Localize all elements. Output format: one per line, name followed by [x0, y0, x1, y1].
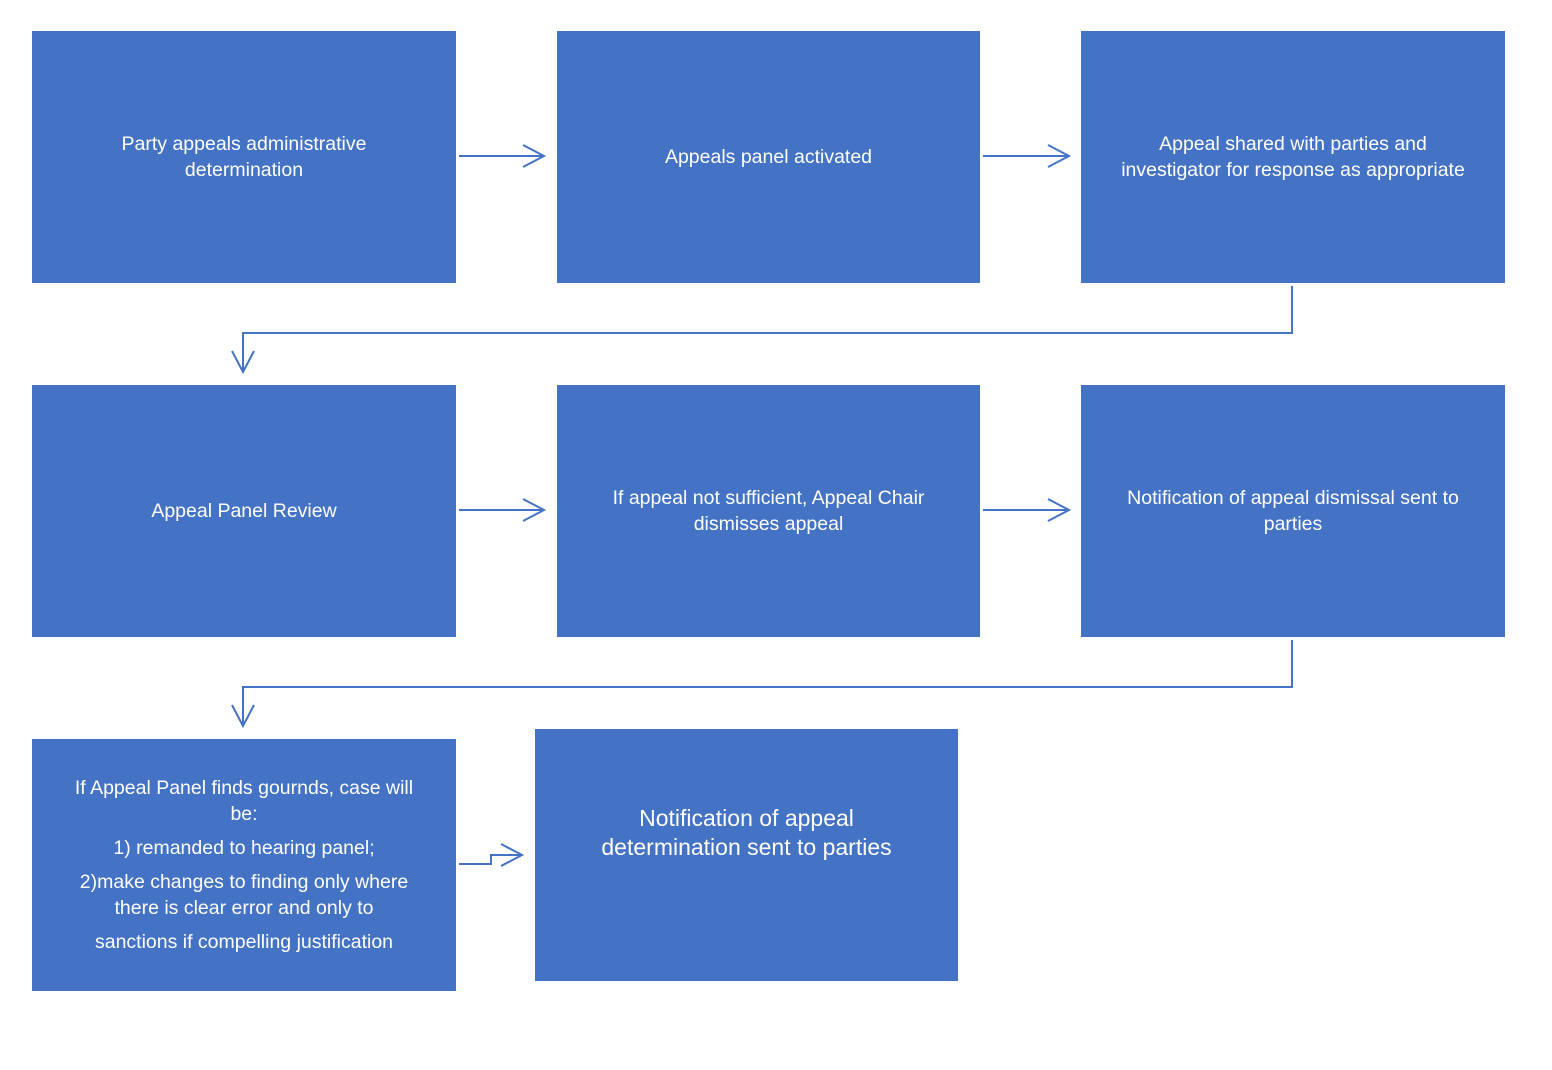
node-text-line: be:: [230, 803, 258, 825]
arrow-n2-to-n3: [983, 144, 1072, 168]
node-appeal-chair-dismisses: If appeal not sufficient, Appeal Chair d…: [557, 385, 980, 637]
node-text-line: If Appeal Panel finds gournds, case will: [74, 777, 414, 799]
node-text-line: Notification of appeal dismissal sent to: [1127, 487, 1459, 509]
node-text-line: determination sent to parties: [601, 834, 892, 860]
node-text-line: Notification of appeal: [639, 805, 854, 831]
node-text-line: If appeal not sufficient, Appeal Chair: [612, 487, 925, 509]
node-list-item-2: 2)make changes to finding only where the…: [80, 869, 408, 921]
node-text-line: determination: [184, 159, 304, 181]
node-text-line: Appeals panel activated: [664, 146, 873, 168]
node-party-appeals: Party appeals administrative determinati…: [32, 31, 456, 283]
arrow-n6-to-n7: [231, 640, 1293, 729]
node-appeal-panel-finds-grounds: If Appeal Panel finds gournds, case will…: [32, 739, 456, 991]
node-determination-notification: Notification of appeal determination sen…: [535, 729, 958, 981]
node-intro: If Appeal Panel finds gournds, case will…: [75, 775, 413, 827]
node-text-line: Appeal shared with parties and: [1159, 133, 1427, 155]
node-text-line: parties: [1263, 513, 1323, 535]
node-text-line: Appeal Panel Review: [151, 500, 337, 522]
node-list-item-1: 1) remanded to hearing panel;: [113, 837, 375, 859]
arrow-n3-to-n4: [231, 286, 1293, 375]
arrow-n4-to-n5: [459, 498, 547, 522]
node-appeals-panel-activated: Appeals panel activated: [557, 31, 980, 283]
arrow-n5-to-n6: [983, 498, 1072, 522]
node-text-line: 2)make changes to finding only where: [79, 871, 409, 893]
node-dismissal-notification: Notification of appeal dismissal sent to…: [1081, 385, 1505, 637]
arrow-n1-to-n2: [459, 144, 547, 168]
node-appeal-panel-review: Appeal Panel Review: [32, 385, 456, 637]
node-text-line: there is clear error and only to: [114, 897, 374, 919]
node-appeal-shared: Appeal shared with parties and investiga…: [1081, 31, 1505, 283]
arrow-n7-to-n8: [459, 843, 525, 867]
node-text-line: dismisses appeal: [693, 513, 844, 535]
node-text-line: Party appeals administrative: [121, 133, 367, 155]
node-text-line: investigator for response as appropriate: [1121, 159, 1465, 181]
node-list-item-3: sanctions if compelling justification: [94, 931, 394, 953]
